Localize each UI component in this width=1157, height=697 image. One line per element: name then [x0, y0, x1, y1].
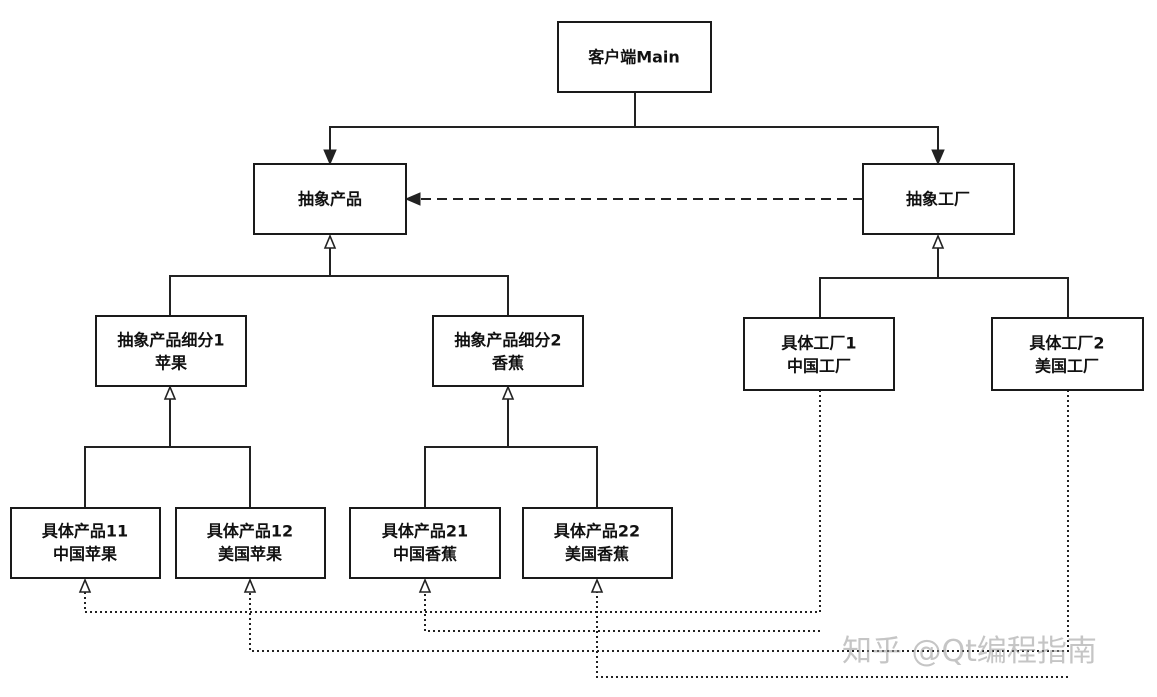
- node-sub2-line1: 抽象产品细分2: [454, 331, 561, 350]
- node-factory1-line2: 中国工厂: [787, 357, 851, 376]
- edge-factories-to-abstract-factory: [819, 248, 1069, 318]
- node-p11-line2: 中国苹果: [53, 545, 117, 564]
- node-factory2-line1: 具体工厂2: [1029, 334, 1104, 353]
- create-arrow-p11: [78, 577, 92, 593]
- inherit-arrow-sub2: [501, 384, 515, 400]
- dotted-factory2-to-p22: [596, 592, 1068, 678]
- node-abstract-factory: 抽象工厂: [862, 163, 1015, 235]
- node-factory1: 具体工厂1 中国工厂: [743, 317, 895, 391]
- watermark: 知乎 @Qt编程指南: [842, 634, 1097, 669]
- dotted-factory1-to-p11: [84, 390, 821, 613]
- edge-sub-to-abstract-product: [169, 248, 509, 316]
- create-arrow-p21: [418, 577, 432, 593]
- node-p11: 具体产品11 中国苹果: [10, 507, 161, 579]
- edge-bananas-to-sub2: [424, 399, 598, 508]
- node-p11-line1: 具体产品11: [42, 522, 128, 541]
- node-p12: 具体产品12 美国苹果: [175, 507, 326, 579]
- node-sub2-line2: 香蕉: [491, 354, 524, 373]
- dotted-factory1-to-p21: [424, 592, 820, 632]
- dotted-factory2-to-p12: [249, 390, 1069, 652]
- edge-apples-to-sub1: [84, 399, 251, 508]
- inherit-arrow-abstract-factory: [931, 233, 945, 249]
- node-sub1-line1: 抽象产品细分1: [117, 331, 224, 350]
- node-factory1-line1: 具体工厂1: [781, 334, 856, 353]
- node-p22: 具体产品22 美国香蕉: [522, 507, 673, 579]
- node-p21-line1: 具体产品21: [382, 522, 468, 541]
- node-abstract-factory-line1: 抽象工厂: [906, 190, 970, 209]
- arrowhead-abstract-factory: [931, 149, 945, 166]
- arrowhead-dependency: [404, 192, 421, 206]
- node-sub2: 抽象产品细分2 香蕉: [432, 315, 584, 387]
- create-arrow-p22: [590, 577, 604, 593]
- inherit-arrow-sub1: [163, 384, 177, 400]
- node-abstract-product-line1: 抽象产品: [298, 190, 362, 209]
- create-arrow-p12: [243, 577, 257, 593]
- node-p22-line2: 美国香蕉: [565, 545, 629, 564]
- node-p22-line1: 具体产品22: [554, 522, 640, 541]
- node-client-line1: 客户端Main: [588, 48, 680, 67]
- node-factory2: 具体工厂2 美国工厂: [991, 317, 1144, 391]
- node-sub1: 抽象产品细分1 苹果: [95, 315, 247, 387]
- arrowhead-abstract-product: [323, 149, 337, 166]
- node-sub1-line2: 苹果: [155, 354, 187, 373]
- inherit-arrow-abstract-product: [323, 233, 337, 249]
- node-p12-line1: 具体产品12: [207, 522, 293, 541]
- edge-client-to-abstract-factory: [635, 126, 939, 150]
- node-factory2-line2: 美国工厂: [1035, 357, 1099, 376]
- node-client: 客户端Main: [557, 21, 712, 93]
- node-p21-line2: 中国香蕉: [393, 545, 457, 564]
- node-p21: 具体产品21 中国香蕉: [349, 507, 501, 579]
- edge-client-to-abstract-product: [329, 92, 636, 150]
- node-abstract-product: 抽象产品: [253, 163, 407, 235]
- node-p12-line2: 美国苹果: [218, 545, 282, 564]
